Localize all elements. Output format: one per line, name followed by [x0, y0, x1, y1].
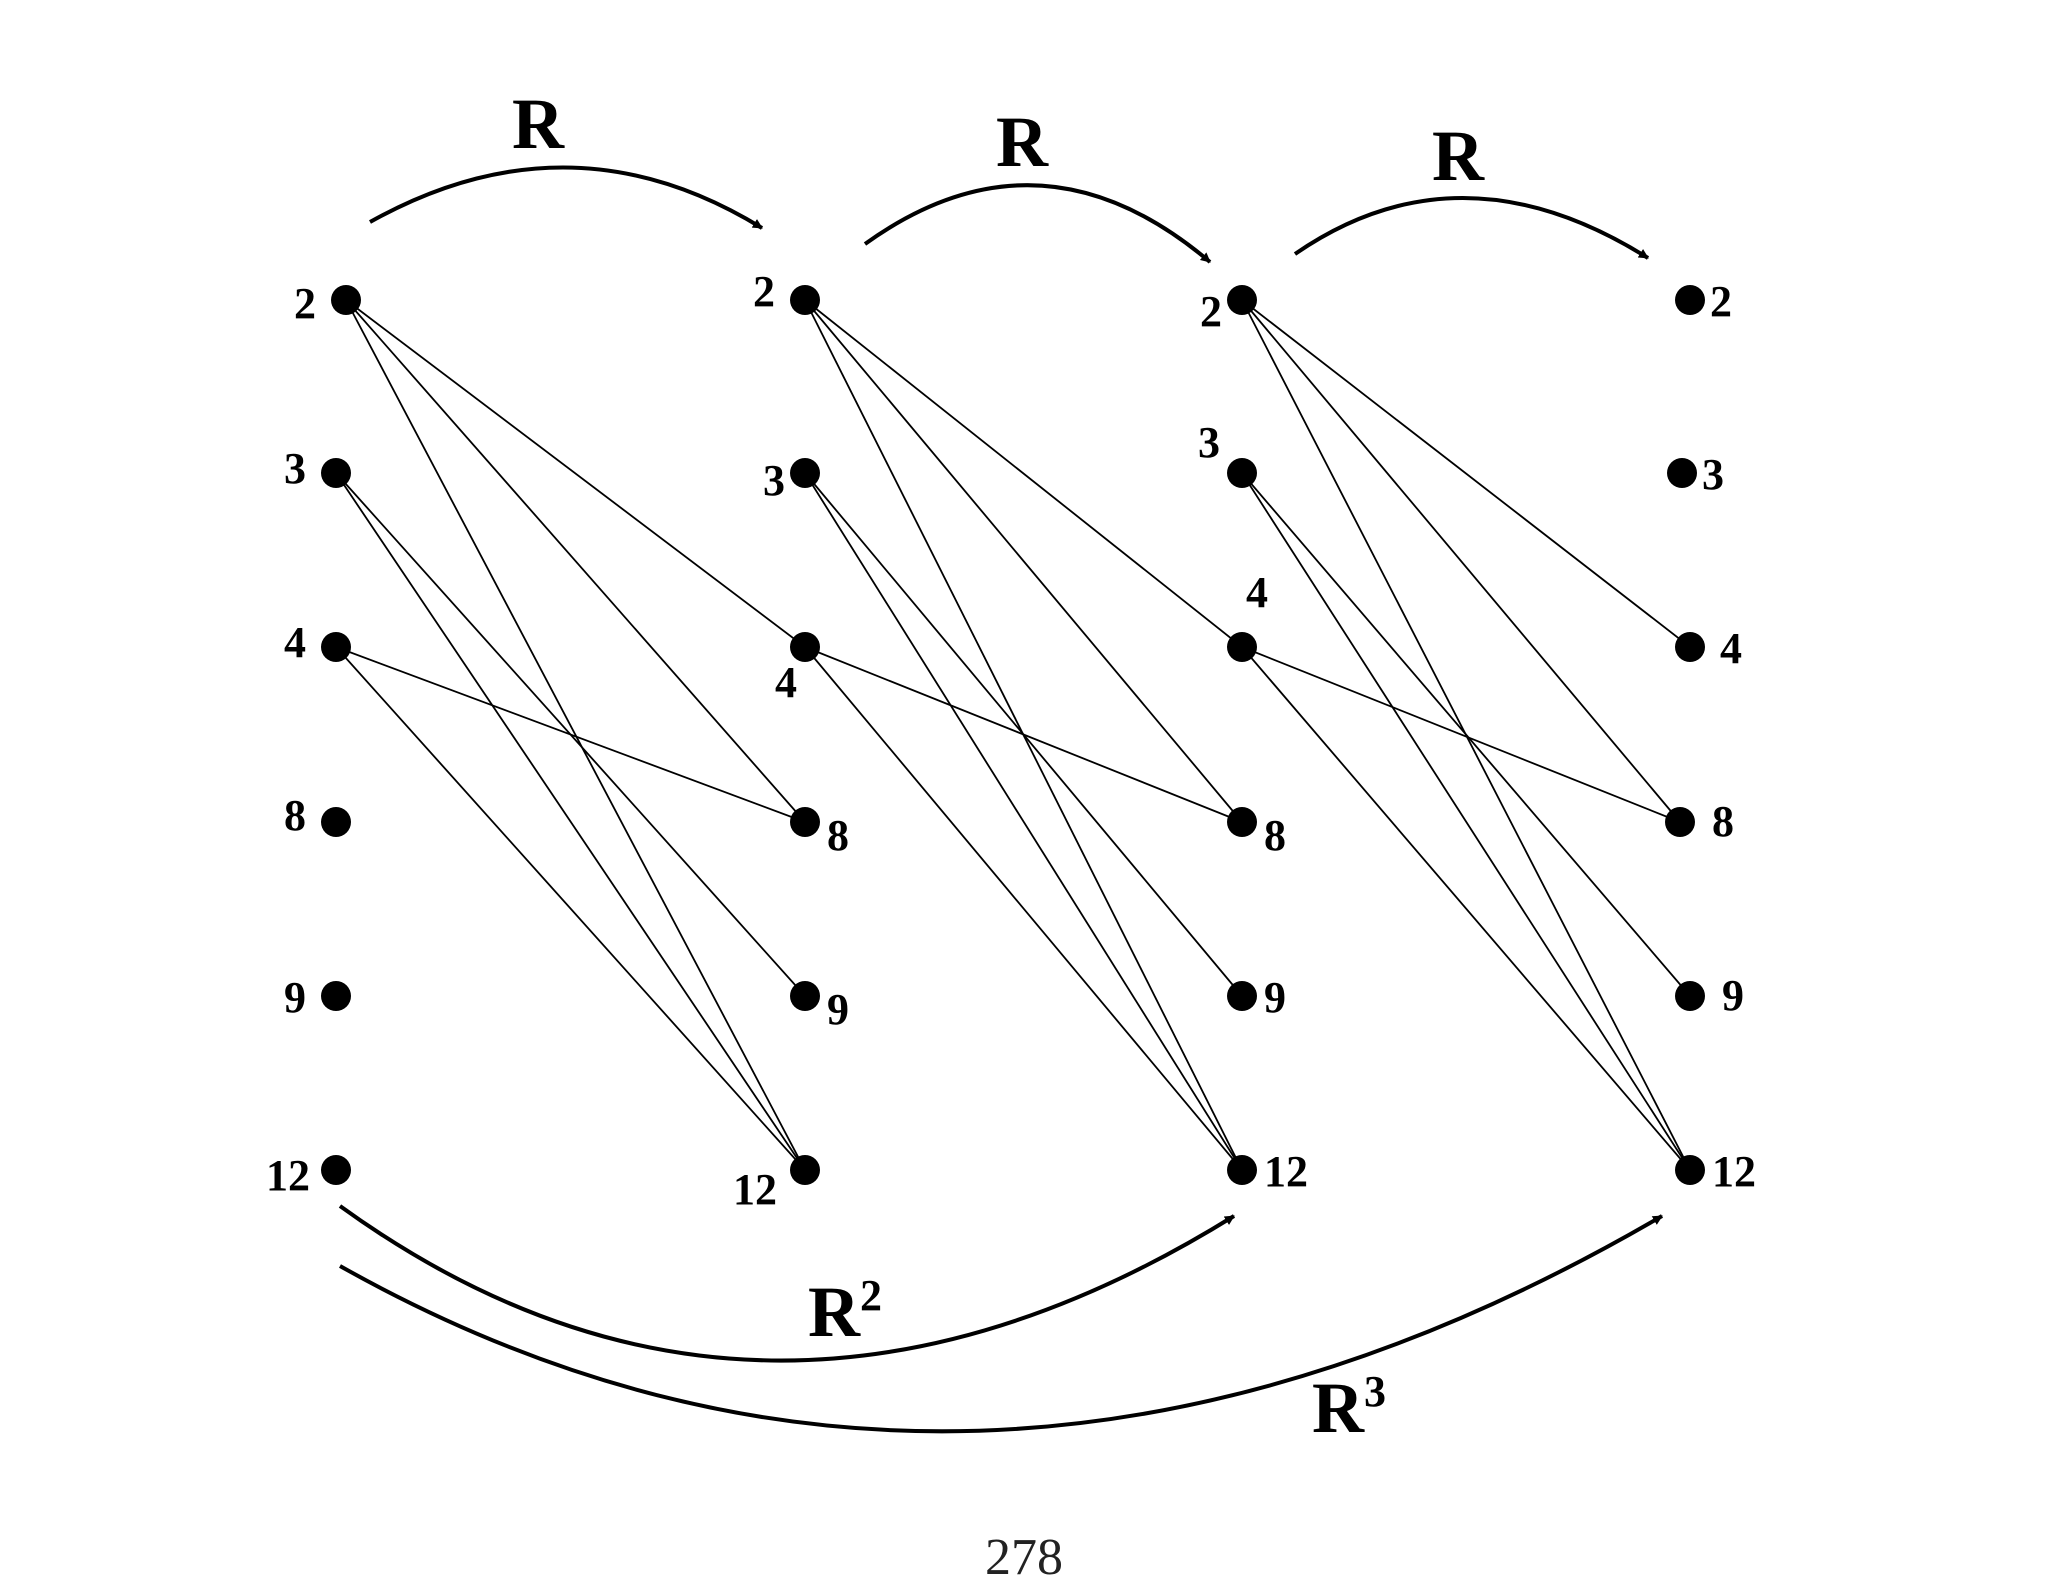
edge-A3-B12 — [335, 472, 806, 1171]
edge-B2-C4 — [804, 299, 1243, 648]
node-label-C-2: 2 — [1200, 287, 1222, 336]
node-label-C-12: 12 — [1264, 1147, 1308, 1196]
node-C-9 — [1227, 981, 1257, 1011]
edge-B4-C12 — [804, 646, 1243, 1171]
node-label-A-4: 4 — [284, 618, 306, 667]
arrows-layer — [338, 165, 1664, 1434]
node-B-4 — [790, 632, 820, 662]
edge-B3-C12 — [804, 472, 1243, 1171]
node-label-B-8: 8 — [827, 811, 849, 860]
node-A-9 — [321, 981, 351, 1011]
node-label-A-8: 8 — [284, 791, 306, 840]
edge-A2-B8 — [345, 299, 806, 823]
arrow-label-R-1: R — [512, 84, 565, 164]
arrow-label-R-cubed: R3 — [1312, 1367, 1386, 1448]
node-D-8 — [1665, 807, 1695, 837]
node-label-A-2: 2 — [294, 279, 316, 328]
edge-C4-D12 — [1241, 646, 1691, 1171]
node-B-8 — [790, 807, 820, 837]
node-label-C-4: 4 — [1246, 568, 1268, 617]
node-D-12 — [1675, 1155, 1705, 1185]
arrow-label-R-squared: R2 — [808, 1271, 882, 1352]
edge-A2-B4 — [345, 299, 806, 648]
node-label-D-12: 12 — [1712, 1147, 1756, 1196]
node-A-12 — [321, 1155, 351, 1185]
node-B-3 — [790, 458, 820, 488]
node-A-3 — [321, 458, 351, 488]
node-label-C-8: 8 — [1264, 811, 1286, 860]
node-D-4 — [1675, 632, 1705, 662]
edge-A4-B8 — [335, 646, 806, 823]
edge-C2-D4 — [1241, 299, 1691, 648]
edge-B4-C8 — [804, 646, 1243, 823]
node-label-D-8: 8 — [1712, 797, 1734, 846]
edge-C4-D8 — [1241, 646, 1681, 823]
arrow-R-cubed — [339, 1214, 1664, 1434]
node-label-B-4: 4 — [775, 658, 797, 707]
node-C-8 — [1227, 807, 1257, 837]
node-label-D-4: 4 — [1720, 624, 1742, 673]
node-A-8 — [321, 807, 351, 837]
node-D-9 — [1675, 981, 1705, 1011]
node-label-C-3: 3 — [1198, 418, 1220, 467]
node-label-B-2: 2 — [753, 267, 775, 316]
arrow-R-3 — [1293, 196, 1650, 260]
arrow-label-R-2: R — [996, 102, 1049, 182]
node-D-2 — [1675, 285, 1705, 315]
node-label-A-3: 3 — [284, 444, 306, 493]
arrow-R-2 — [863, 183, 1212, 264]
node-C-2 — [1227, 285, 1257, 315]
node-label-A-9: 9 — [284, 973, 306, 1022]
node-B-2 — [790, 285, 820, 315]
node-B-9 — [790, 981, 820, 1011]
page-number: 278 — [985, 1529, 1063, 1586]
arrow-label-R-3: R — [1432, 116, 1485, 196]
node-label-B-9: 9 — [827, 985, 849, 1034]
edge-C3-D12 — [1241, 472, 1691, 1171]
node-A-2 — [331, 285, 361, 315]
edge-C3-D9 — [1241, 472, 1691, 997]
edges-layer — [335, 299, 1691, 1171]
node-B-12 — [790, 1155, 820, 1185]
edge-A4-B12 — [335, 646, 806, 1171]
node-label-B-3: 3 — [763, 456, 785, 505]
node-label-D-2: 2 — [1710, 277, 1732, 326]
node-A-4 — [321, 632, 351, 662]
node-label-B-12: 12 — [733, 1165, 777, 1214]
node-C-4 — [1227, 632, 1257, 662]
node-label-D-9: 9 — [1722, 971, 1744, 1020]
edge-B2-C8 — [804, 299, 1243, 823]
arrow-R-1 — [369, 165, 764, 230]
edge-C2-D8 — [1241, 299, 1681, 823]
edge-A2-B12 — [345, 299, 806, 1171]
node-C-12 — [1227, 1155, 1257, 1185]
node-label-C-9: 9 — [1264, 973, 1286, 1022]
node-C-3 — [1227, 458, 1257, 488]
node-label-D-3: 3 — [1702, 450, 1724, 499]
node-D-3 — [1667, 458, 1697, 488]
nodes-layer — [321, 285, 1705, 1185]
arrow-R-squared — [338, 1204, 1236, 1363]
node-label-A-12: 12 — [266, 1151, 310, 1200]
